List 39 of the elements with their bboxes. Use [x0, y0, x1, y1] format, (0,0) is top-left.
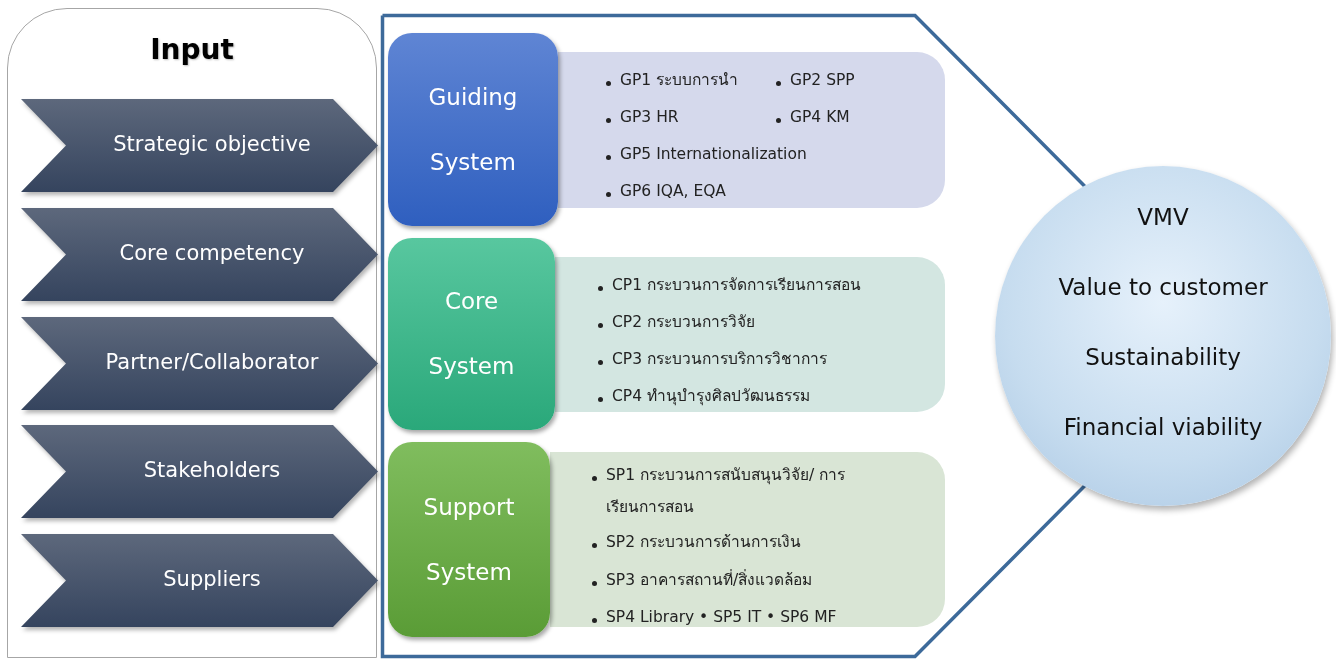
system-label: Support System [422, 492, 516, 587]
input-banner [21, 317, 378, 410]
list-item: CP1 กระบวนการจัดการเรียนการสอน [612, 275, 861, 296]
banner-label: Suppliers [162, 566, 262, 591]
input-banner [21, 99, 378, 192]
goal-text: Sustainability [1084, 344, 1242, 370]
input-banner [21, 208, 378, 301]
list-item: SP3 อาคารสถานที่/สิ่งแวดล้อม [606, 568, 813, 591]
list-item: CP3 กระบวนการบริการวิชาการ [612, 349, 827, 370]
list-item: GP5 Internationalization [620, 144, 807, 165]
list-item: GP4 KM [790, 107, 850, 128]
system-box [388, 33, 558, 226]
banner-label: Strategic objective [112, 131, 312, 156]
list-item: GP2 SPP [790, 70, 855, 91]
input-banner [21, 425, 378, 518]
input-panel [7, 8, 377, 658]
goal-text: Value to customer [1057, 274, 1269, 300]
list-item: GP6 IQA, EQA [620, 181, 726, 202]
goal-text: VMV [1136, 204, 1190, 230]
system-box [388, 442, 550, 637]
banner-label: Core competency [118, 240, 306, 265]
list-panel [550, 452, 945, 627]
banner-label: Stakeholders [142, 457, 282, 482]
list-item: SP2 กระบวนการด้านการเงิน [606, 532, 801, 553]
goal-text: Financial viability [1062, 414, 1264, 440]
list-item: CP4 ทำนุบำรุงศิลปวัฒนธรรม [612, 386, 810, 408]
list-item: GP3 HR [620, 107, 679, 128]
panel-title: Input [149, 33, 235, 66]
system-label: Core System [427, 287, 516, 381]
list-item: SP1 กระบวนการสนับสนุนวิจัย/ การเรียนการสอน [606, 465, 847, 518]
system-box [388, 238, 555, 430]
list-panel [558, 52, 945, 208]
list-item: SP4 Library • SP5 IT • SP6 MF [606, 607, 837, 628]
input-banner [21, 534, 378, 627]
list-panel [555, 257, 945, 412]
system-label: Guiding System [427, 82, 519, 177]
list-item: GP1 ระบบการนำ [620, 70, 739, 91]
banner-label: Partner/Collaborator [104, 349, 320, 374]
list-item: CP2 กระบวนการวิจัย [612, 312, 755, 333]
